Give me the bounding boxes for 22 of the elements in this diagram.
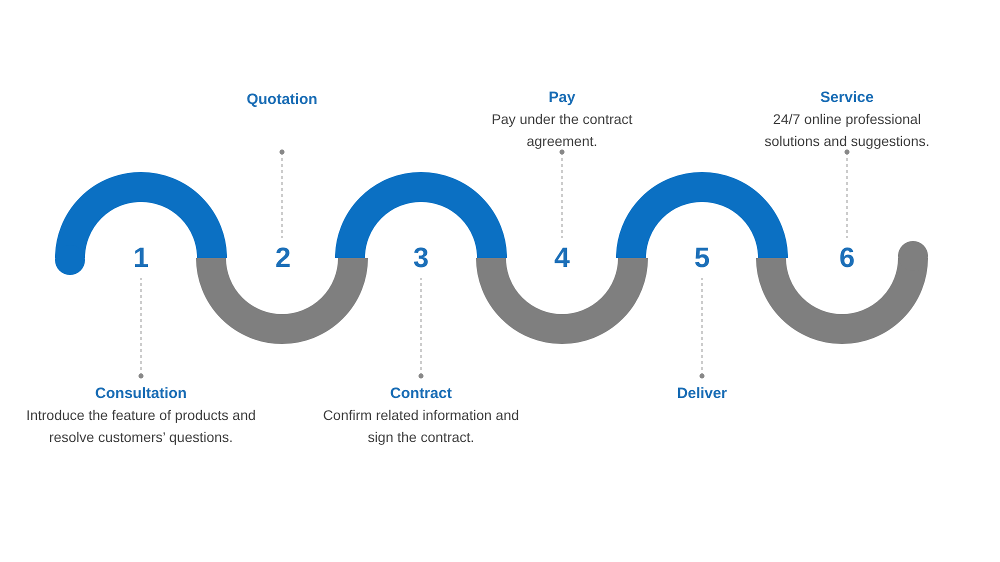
step-description: 24/7 online professional solutions and suggestions.: [764, 110, 930, 151]
step-number: 6: [827, 238, 867, 278]
step-number: 1: [121, 238, 161, 278]
step-number: 5: [682, 238, 722, 278]
step-description: Pay under the contract agreement.: [490, 110, 634, 151]
leader-line: [280, 150, 284, 238]
step-title: Consultation: [95, 384, 187, 404]
step-description: Introduce the feature of products and resolve customers’ questions.: [26, 406, 256, 447]
leader-line: [138, 278, 144, 378]
step-title: Pay: [548, 88, 576, 108]
step-title: Deliver: [676, 384, 728, 404]
step-number: 2: [263, 238, 303, 278]
step-title: Quotation: [246, 90, 318, 110]
step-title: Contract: [390, 384, 452, 404]
leader-line: [418, 278, 424, 378]
leader-line: [560, 150, 564, 238]
leader-line: [700, 278, 704, 378]
step-number: 4: [542, 238, 582, 278]
leader-line: [844, 150, 850, 238]
step-number: 3: [401, 238, 441, 278]
step-description: Confirm related information and sign the contract.: [322, 406, 520, 447]
step-title: Service: [820, 88, 874, 108]
